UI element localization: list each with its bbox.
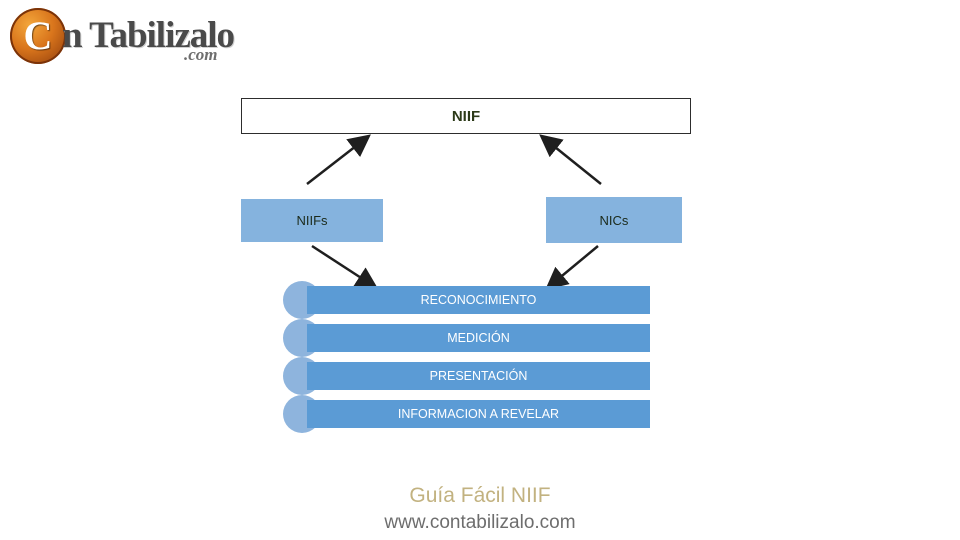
node-niif-root: NIIF	[241, 98, 691, 134]
bar-medicion-label: MEDICIÓN	[447, 331, 510, 345]
footer-title: Guía Fácil NIIF	[409, 484, 551, 507]
bar-presentacion-label: PRESENTACIÓN	[429, 369, 528, 383]
bar-medicion: MEDICIÓN	[307, 324, 650, 352]
footer-website: www.contabilizalo.com	[384, 512, 576, 533]
bar-reconocimiento: RECONOCIMIENTO	[307, 286, 650, 314]
bar-informacion-a-revelar-label: INFORMACION A REVELAR	[397, 407, 560, 421]
logo-badge-letter: C	[23, 13, 53, 58]
bar-informacion-a-revelar: INFORMACION A REVELAR	[307, 400, 650, 428]
site-logo: C n Tabilizalo .com	[8, 6, 244, 68]
logo-badge-icon: C	[10, 8, 66, 64]
node-niif-root-label: NIIF	[451, 107, 481, 125]
node-niifs-label: NIIFs	[296, 213, 328, 228]
logo-wordmark: n Tabilizalo	[62, 15, 235, 56]
logo-dotcom: .com	[184, 45, 218, 64]
node-nics-label: NICs	[599, 212, 629, 228]
node-nics: NICs	[546, 197, 682, 243]
bar-presentacion: PRESENTACIÓN	[307, 362, 650, 390]
bar-reconocimiento-label: RECONOCIMIENTO	[420, 293, 537, 307]
node-niifs: NIIFs	[241, 199, 383, 242]
footer: Guía Fácil NIIF www.contabilizalo.com	[0, 482, 960, 536]
